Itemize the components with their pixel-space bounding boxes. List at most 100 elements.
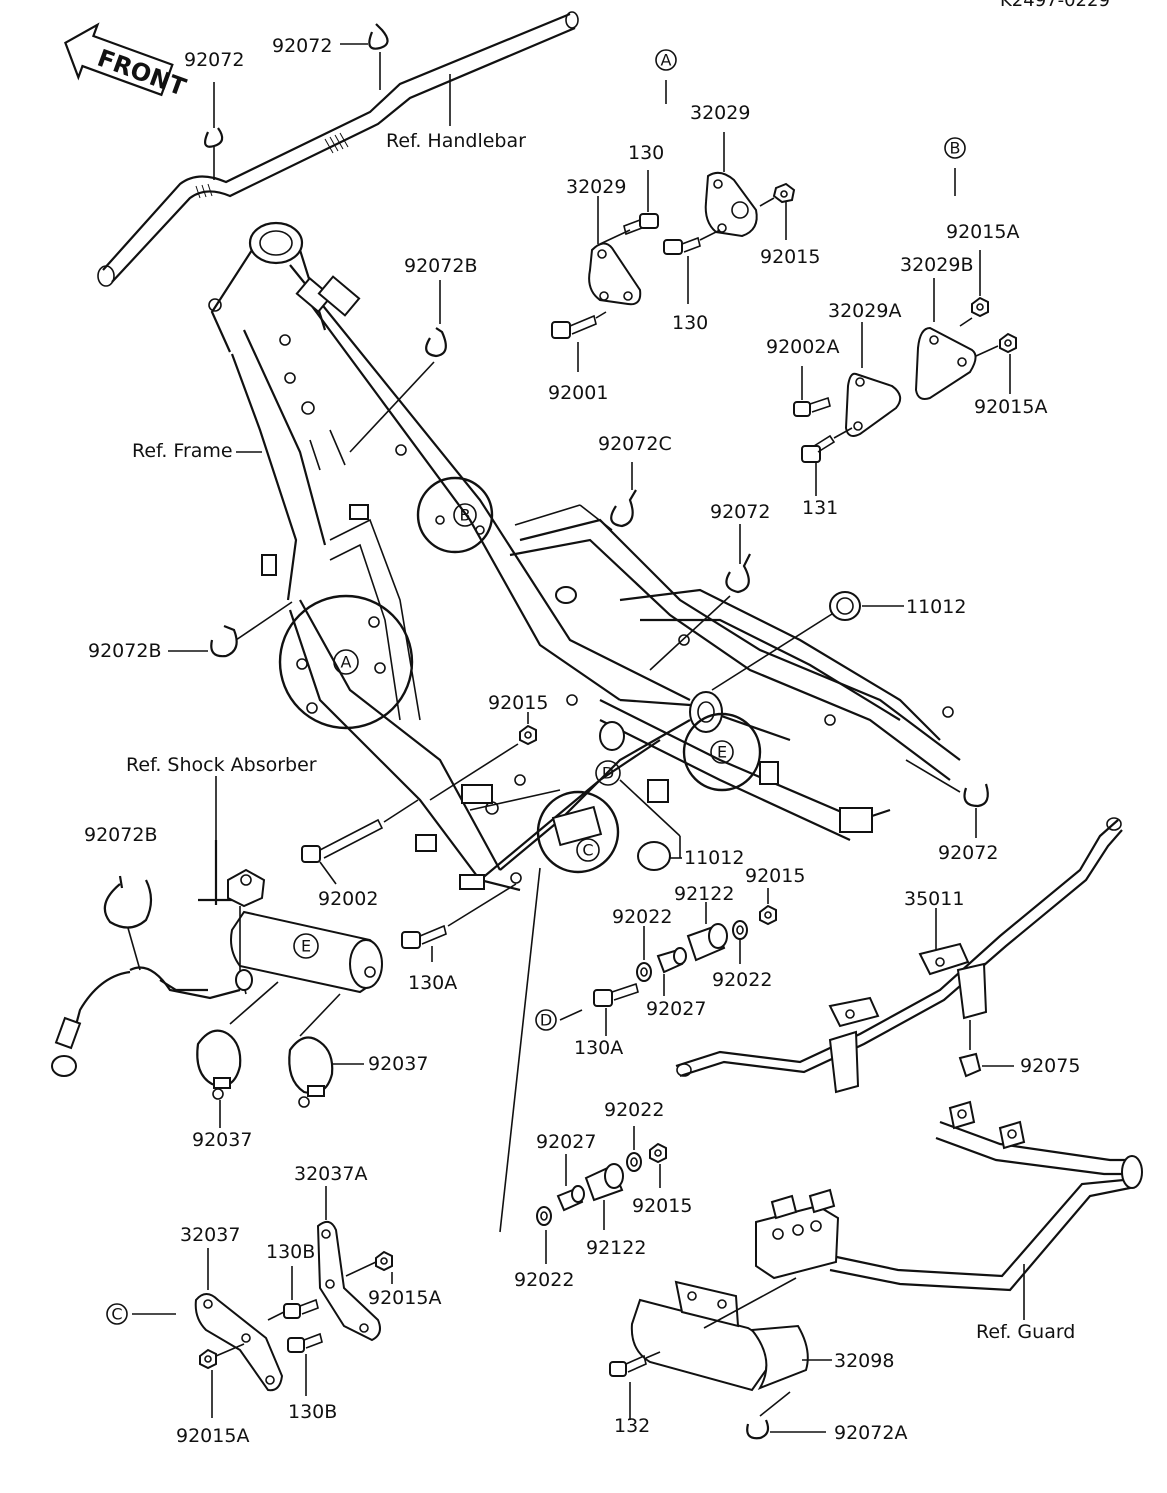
clamp-92072b-top-icon bbox=[349, 280, 447, 453]
callout-b-top-letter: B bbox=[950, 139, 961, 158]
bracket-32029-right bbox=[704, 132, 758, 238]
nut-92015a-right-icon bbox=[975, 332, 1017, 394]
label-92027-d: 92027 bbox=[646, 998, 706, 1020]
bolt-130a-upper-icon bbox=[401, 883, 517, 962]
detail-circle-b-letter: B bbox=[460, 506, 471, 525]
frame bbox=[208, 221, 961, 892]
label-32098: 32098 bbox=[834, 1350, 894, 1372]
bolt-130-upper-icon bbox=[599, 170, 659, 245]
label-130-top: 130 bbox=[628, 142, 664, 164]
bolt-130-lower-icon bbox=[663, 229, 721, 304]
label-92037-right: 92037 bbox=[368, 1053, 428, 1075]
label-92022-e2: 92022 bbox=[604, 1099, 664, 1121]
label-32029a: 32029A bbox=[828, 300, 901, 322]
nut-92015-d-icon bbox=[759, 888, 777, 926]
label-92022-d2: 92022 bbox=[712, 969, 772, 991]
handlebar bbox=[97, 11, 579, 287]
label-92022-d1: 92022 bbox=[612, 906, 672, 928]
label-92015-d: 92015 bbox=[745, 865, 805, 887]
callout-b-top: B bbox=[944, 137, 966, 196]
label-92072a: 92072A bbox=[834, 1422, 907, 1444]
label-92015-e: 92015 bbox=[632, 1195, 692, 1217]
label-ref-frame: Ref. Frame bbox=[132, 440, 233, 462]
nut-92015-e-icon bbox=[649, 1142, 667, 1188]
label-92037-left: 92037 bbox=[192, 1129, 252, 1151]
clamp-92072-right-icon bbox=[905, 759, 989, 838]
label-35011: 35011 bbox=[904, 888, 964, 910]
nut-92015a-c-right-icon bbox=[345, 1250, 393, 1284]
bracket-32029a bbox=[844, 322, 902, 437]
label-32037: 32037 bbox=[180, 1224, 240, 1246]
label-ref-handlebar: Ref. Handlebar bbox=[386, 130, 526, 152]
label-130-mid: 130 bbox=[672, 312, 708, 334]
label-92002: 92002 bbox=[318, 888, 378, 910]
label-92015a-c-left: 92015A bbox=[176, 1425, 249, 1447]
leader-group-e bbox=[499, 867, 541, 1233]
clamp-92072c-icon bbox=[514, 462, 637, 531]
label-92001: 92001 bbox=[548, 382, 608, 404]
guard bbox=[755, 1100, 1143, 1320]
label-92072-top: 92072 bbox=[272, 35, 332, 57]
bolt-92002-icon bbox=[301, 799, 419, 885]
label-11012-top: 11012 bbox=[906, 596, 966, 618]
bracket-32029b bbox=[914, 278, 977, 400]
collar-92027-e-icon bbox=[556, 1154, 585, 1212]
detail-circle-e-letter: E bbox=[717, 743, 727, 762]
bolt-130a-d-icon bbox=[593, 982, 639, 1036]
washer-92022-e2-icon bbox=[626, 1126, 642, 1172]
label-32037a: 32037A bbox=[294, 1163, 367, 1185]
label-92072-mid: 92072 bbox=[710, 501, 770, 523]
collar-92027-d-icon bbox=[656, 947, 687, 996]
nut-92015a-top-icon bbox=[971, 250, 989, 318]
label-92002a: 92002A bbox=[766, 336, 839, 358]
shock-e-letter: E bbox=[301, 937, 311, 956]
label-92027-e: 92027 bbox=[536, 1131, 596, 1153]
label-32029-top: 32029 bbox=[690, 102, 750, 124]
detail-circle-d: D bbox=[595, 760, 621, 786]
detail-circle-c-letter: C bbox=[582, 841, 593, 860]
bolt-92001-icon bbox=[551, 311, 607, 372]
label-130b-top: 130B bbox=[266, 1241, 315, 1263]
bolt-132-icon bbox=[609, 1351, 661, 1420]
label-11012-mid: 11012 bbox=[684, 847, 744, 869]
label-92072b-shock: 92072B bbox=[84, 824, 157, 846]
label-92072b-top: 92072B bbox=[404, 255, 477, 277]
callout-a-top: A bbox=[655, 49, 677, 104]
label-32029b: 32029B bbox=[900, 254, 973, 276]
band-92037-right-icon bbox=[288, 993, 364, 1108]
shock-absorber: E bbox=[51, 776, 383, 1077]
washer-92022-d2-icon bbox=[732, 920, 748, 964]
detail-circle-c: C bbox=[536, 790, 620, 874]
bolt-130b-lower-icon bbox=[287, 1332, 323, 1396]
label-92122-e: 92122 bbox=[586, 1237, 646, 1259]
label-ref-guard: Ref. Guard bbox=[976, 1321, 1075, 1343]
washer-92022-d1-icon bbox=[636, 926, 652, 982]
label-132: 132 bbox=[614, 1415, 650, 1437]
bolt-92002a-icon bbox=[793, 366, 831, 417]
clamp-92072-left-icon bbox=[203, 82, 224, 180]
label-92072-right: 92072 bbox=[938, 842, 998, 864]
label-92122-d: 92122 bbox=[674, 883, 734, 905]
callout-a-top-letter: A bbox=[661, 51, 672, 70]
clamp-92072b-left-icon bbox=[168, 601, 293, 658]
nut-92015-upper-icon bbox=[759, 182, 796, 240]
clamp-92072b-shock-icon bbox=[103, 875, 153, 971]
corner-code: K2497-0229 bbox=[1000, 0, 1110, 11]
clamp-92072a-icon bbox=[746, 1391, 826, 1440]
toolcase-32098 bbox=[630, 1277, 832, 1392]
label-130b-bottom: 130B bbox=[288, 1401, 337, 1423]
detail-circle-a: A bbox=[278, 594, 414, 730]
detail-circle-b: B bbox=[416, 476, 494, 554]
stay-35011 bbox=[675, 817, 1123, 1094]
label-ref-shock: Ref. Shock Absorber bbox=[126, 754, 317, 776]
bracket-32037 bbox=[194, 1248, 284, 1392]
label-32029-left: 32029 bbox=[566, 176, 626, 198]
detail-circle-e: E bbox=[682, 712, 762, 792]
detail-circle-d-letter: D bbox=[602, 764, 614, 783]
clamp-92072-top-icon bbox=[340, 23, 389, 90]
nut-92015a-c-left-icon bbox=[199, 1343, 245, 1418]
front-arrow-icon: FRONT bbox=[64, 22, 190, 102]
label-92015a-right: 92015A bbox=[974, 396, 1047, 418]
nut-92075-icon bbox=[958, 1020, 1014, 1078]
